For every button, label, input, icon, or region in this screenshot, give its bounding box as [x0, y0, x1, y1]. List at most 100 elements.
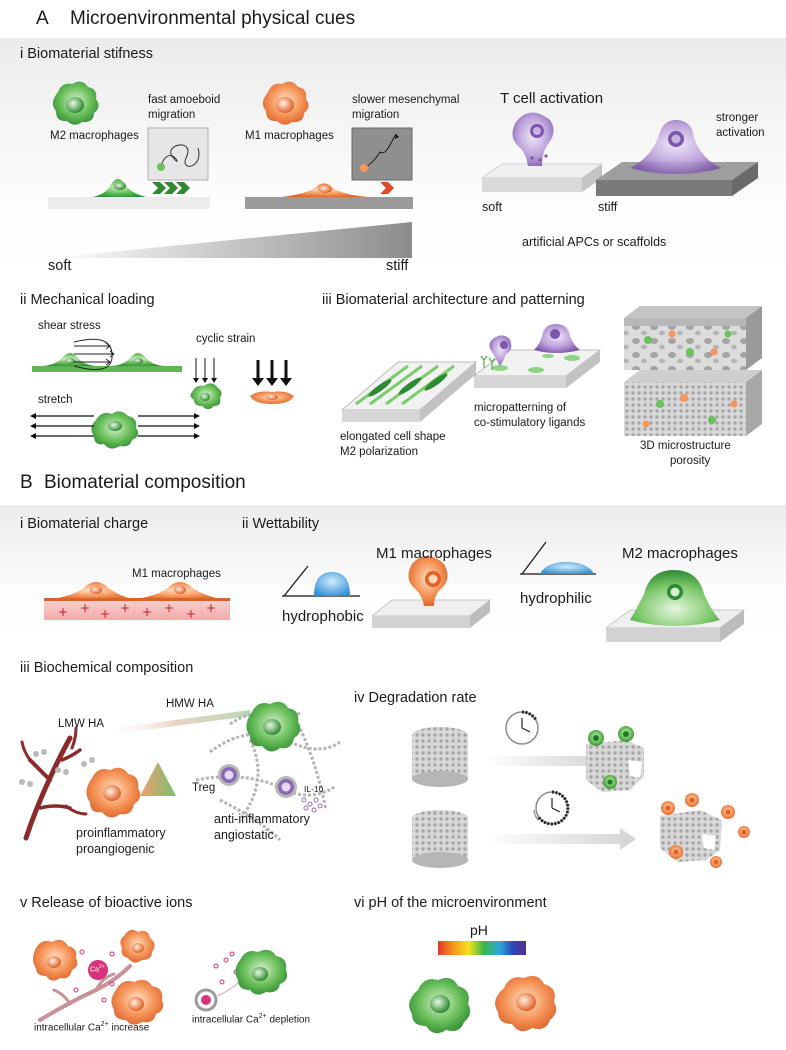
grooved-substrate	[340, 361, 478, 422]
slow-migration-label-2: migration	[352, 109, 400, 121]
stiffness-heading: i Biomaterial stifness	[20, 46, 153, 62]
charged-substrate: + + + + + + + +	[44, 582, 230, 621]
m1-wettability-platform	[370, 556, 492, 628]
section-a-title: Microenvironmental physical cues	[70, 8, 356, 29]
svg-text:+: +	[80, 601, 90, 615]
section-b-letter: B	[20, 472, 33, 493]
degraded-scaffold-fast	[586, 726, 644, 792]
micropatterning-label-1: micropatterning of	[474, 402, 567, 414]
ph-green-macrophage-icon	[409, 978, 471, 1034]
stronger-activation-label-1: stronger	[716, 112, 759, 124]
degradation-arrows	[484, 752, 636, 850]
proinflammatory-label-1: proinflammatory	[76, 826, 166, 840]
ion-vessel-icon	[38, 964, 132, 1022]
stiffness-gradient-wedge	[50, 222, 412, 258]
lmw-ha-label: LMW HA	[58, 718, 104, 730]
anti-inflammatory-label-2: angiostatic	[214, 828, 274, 842]
hydrophilic-label: hydrophilic	[520, 590, 592, 607]
cyclic-strain-small-icon	[190, 358, 222, 409]
stretch-label: stretch	[38, 394, 73, 406]
fast-chevrons-icon	[152, 182, 190, 194]
fast-migration-label-2: migration	[148, 109, 196, 121]
m1-macrophage-icon	[262, 81, 309, 125]
stretch-icon	[30, 411, 200, 449]
svg-text:+: +	[120, 601, 130, 615]
section-b-title: Biomaterial composition	[44, 472, 246, 493]
spread-green-cell	[92, 179, 146, 197]
stiff-substrate	[245, 197, 413, 209]
ca-ion-label: Ca2+	[90, 964, 105, 974]
tcell-soft-icon	[512, 112, 554, 166]
m1-macrophages-label: M1 macrophages	[245, 130, 334, 142]
micropatterning-label-2: co-stimulatory ligands	[474, 417, 586, 429]
clock-fast-icon	[505, 710, 539, 745]
microstructure-label-1: 3D microstructure	[640, 440, 731, 452]
architecture-heading: iii Biomaterial architecture and pattern…	[322, 292, 585, 308]
shear-arrows-icon	[73, 338, 115, 371]
m2-macrophage-icon	[52, 81, 99, 125]
elongated-label-2: M2 polarization	[340, 446, 418, 458]
fast-migration-inset	[147, 127, 209, 181]
il10-dots-icon	[301, 797, 323, 813]
proinflammatory-macrophage-icon	[86, 767, 141, 818]
stiff-axis-label: stiff	[386, 258, 409, 274]
mechanical-heading: ii Mechanical loading	[20, 292, 155, 308]
apc-label: artificial APCs or scaffolds	[522, 235, 667, 249]
slow-migration-label-1: slower mesenchymal	[352, 94, 460, 106]
hydrophobic-label: hydrophobic	[282, 608, 364, 625]
biochem-heading: iii Biochemical composition	[20, 660, 194, 676]
charge-m1-label: M1 macrophages	[132, 568, 221, 580]
clock-slow-icon	[533, 790, 570, 826]
hmw-ha-label: HMW HA	[166, 698, 214, 710]
m2-macrophages-label: M2 macrophages	[50, 130, 139, 142]
wettability-m1-label: M1 macrophages	[376, 545, 492, 562]
tcell-activation-title: T cell activation	[500, 90, 604, 107]
svg-text:+: +	[58, 605, 68, 619]
hydrophilic-droplet-icon	[520, 541, 596, 575]
proinflammatory-label-2: proangiogenic	[76, 842, 155, 856]
elongated-label-1: elongated cell shape	[340, 431, 446, 443]
m2-wettability-platform	[604, 570, 746, 642]
treg-2-icon	[275, 776, 297, 798]
stiff-platform-label: stiff	[598, 200, 618, 214]
anti-inflammatory-macrophage-icon	[246, 701, 301, 752]
soft-platform-label: soft	[482, 200, 503, 214]
slow-migration-inset	[351, 127, 413, 181]
svg-text:+: +	[100, 607, 110, 621]
ion-depletion-icon	[194, 949, 288, 1012]
svg-text:+: +	[142, 605, 152, 619]
slow-chevron-icon	[380, 182, 394, 194]
ha-balance-icon	[100, 710, 250, 796]
svg-text:+: +	[186, 607, 196, 621]
ph-scale-bar	[438, 941, 526, 955]
svg-text:+: +	[206, 601, 216, 615]
blood-vessel-icon	[20, 726, 88, 841]
degradation-heading: iv Degradation rate	[354, 690, 477, 706]
spread-orange-cell	[282, 183, 368, 197]
ph-label: pH	[470, 922, 488, 938]
svg-text:+: +	[164, 601, 174, 615]
wettability-m2-label: M2 macrophages	[622, 545, 738, 562]
porous-scaffold-blocks	[624, 306, 762, 436]
tcell-stiff-icon	[630, 120, 722, 174]
soft-platform	[480, 163, 604, 192]
soft-substrate	[48, 197, 210, 209]
shear-cells	[32, 353, 182, 372]
wettability-heading: ii Wettability	[242, 516, 320, 532]
cyclic-strain-label: cyclic strain	[196, 333, 256, 345]
ph-orange-macrophage-icon	[495, 976, 557, 1032]
ca-increase-label: intracellular Ca2+ increase	[34, 1021, 150, 1034]
anti-inflammatory-label-1: anti-inflammatory	[214, 812, 310, 826]
degraded-scaffold-slow	[660, 793, 750, 868]
soft-axis-label: soft	[48, 258, 72, 274]
micropattern-substrate	[472, 324, 602, 388]
ions-heading: v Release of bioactive ions	[20, 895, 193, 911]
stronger-activation-label-2: activation	[716, 127, 765, 139]
hydrophobic-droplet-icon	[282, 565, 360, 597]
ph-heading: vi pH of the microenvironment	[354, 895, 547, 911]
charge-heading: i Biomaterial charge	[20, 516, 149, 532]
treg-icon	[218, 764, 240, 786]
ion-macrophages-icon	[33, 929, 164, 1025]
microstructure-label-2: porosity	[670, 455, 711, 467]
